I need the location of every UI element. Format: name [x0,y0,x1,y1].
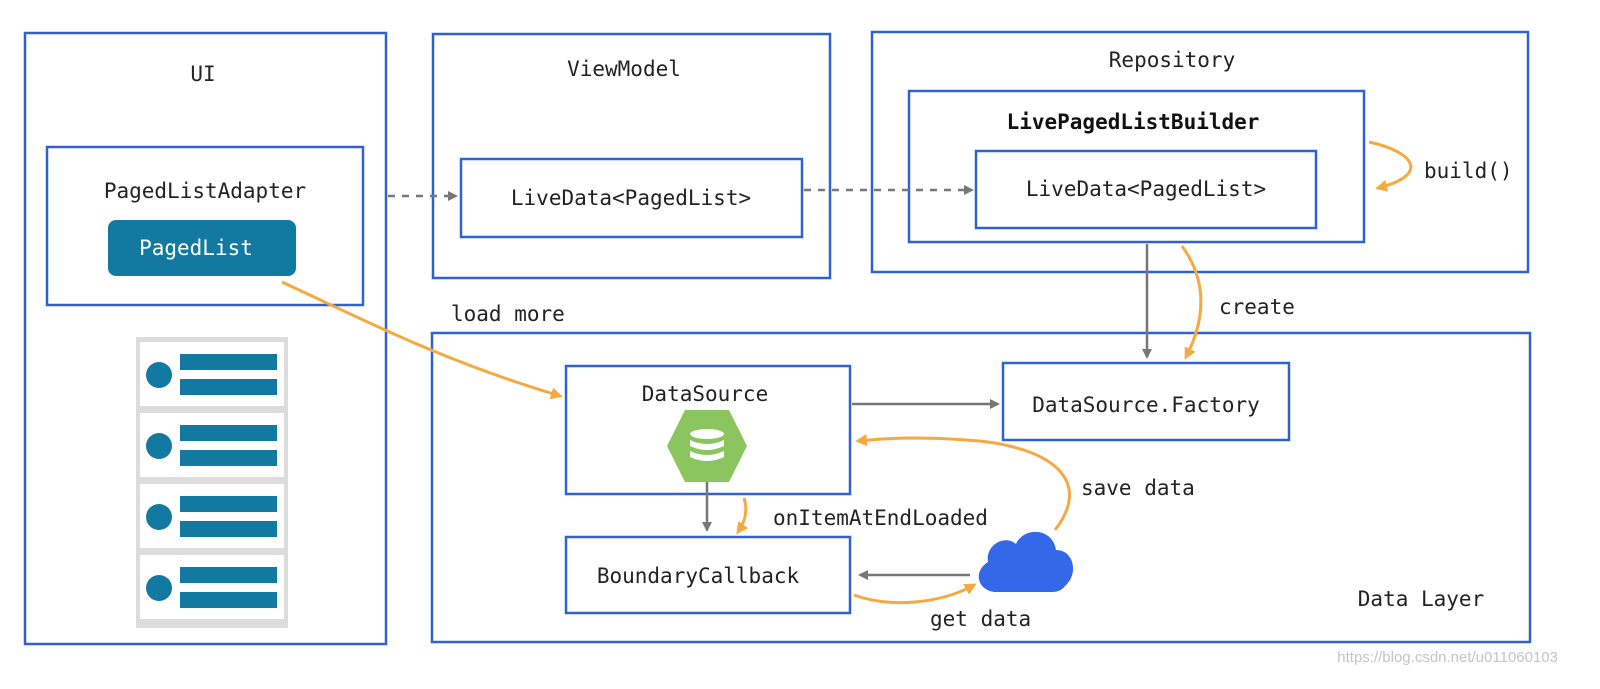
load-more-label: load more [451,302,565,326]
list-item-avatar [146,433,172,459]
paged-list-node: PagedList [108,220,296,276]
get-data-arrow [853,583,977,605]
on-item-at-end-loaded-label: onItemAtEndLoaded [773,506,988,530]
live-paged-list-builder-label: LivePagedListBuilder [1007,110,1260,134]
cloud-icon [978,531,1074,592]
viewmodel-container: ViewModel [431,32,832,280]
list-item [140,555,284,619]
list-item [140,413,284,477]
data-source-label: DataSource [642,382,768,406]
list-item-avatar [146,362,172,388]
get-data-label: get data [930,607,1031,631]
viewmodel-livedata-label: LiveData<PagedList> [511,186,751,210]
save-data-label: save data [1081,476,1195,500]
list-item-title-bar [180,567,277,583]
list-item [140,342,284,406]
repository-livedata-label: LiveData<PagedList> [1026,177,1266,201]
list-item-subtitle-bar [180,592,277,608]
list-item-subtitle-bar [180,450,277,466]
list-item-title-bar [180,354,277,370]
viewmodel-title: ViewModel [567,57,681,81]
build-label: build() [1424,159,1513,183]
build-arrow [1368,140,1413,192]
list-item [140,484,284,548]
repository-title: Repository [1109,48,1235,72]
paged-list-adapter-node: PagedListAdapter [45,145,365,307]
data-source-factory-label: DataSource.Factory [1032,393,1260,417]
create-arrow [1180,245,1203,360]
ui-title: UI [190,62,215,86]
data-source-factory-node: DataSource.Factory [1001,361,1291,442]
boundary-callback-label: BoundaryCallback [597,564,800,588]
paged-list-adapter-label: PagedListAdapter [104,179,306,203]
list-item-subtitle-bar [180,379,277,395]
database-icon [667,410,747,482]
on-item-at-end-loaded-arrow [736,497,749,535]
boundary-callback-node: BoundaryCallback [564,535,852,615]
paged-list-label: PagedList [139,236,253,260]
list-item-title-bar [180,425,277,441]
list-item-avatar [146,504,172,530]
save-data-arrow [855,434,1071,531]
viewmodel-livedata-node: LiveData<PagedList> [459,157,804,239]
create-label: create [1219,295,1295,319]
list-item-avatar [146,575,172,601]
list-item-title-bar [180,496,277,512]
watermark-text: https://blog.csdn.net/u011060103 [1337,649,1558,666]
data-layer-title: Data Layer [1358,587,1484,611]
load-more-arrow [281,280,563,400]
list-item-subtitle-bar [180,521,277,537]
repository-livedata-node: LiveData<PagedList> [974,149,1318,230]
list-preview [136,337,288,628]
